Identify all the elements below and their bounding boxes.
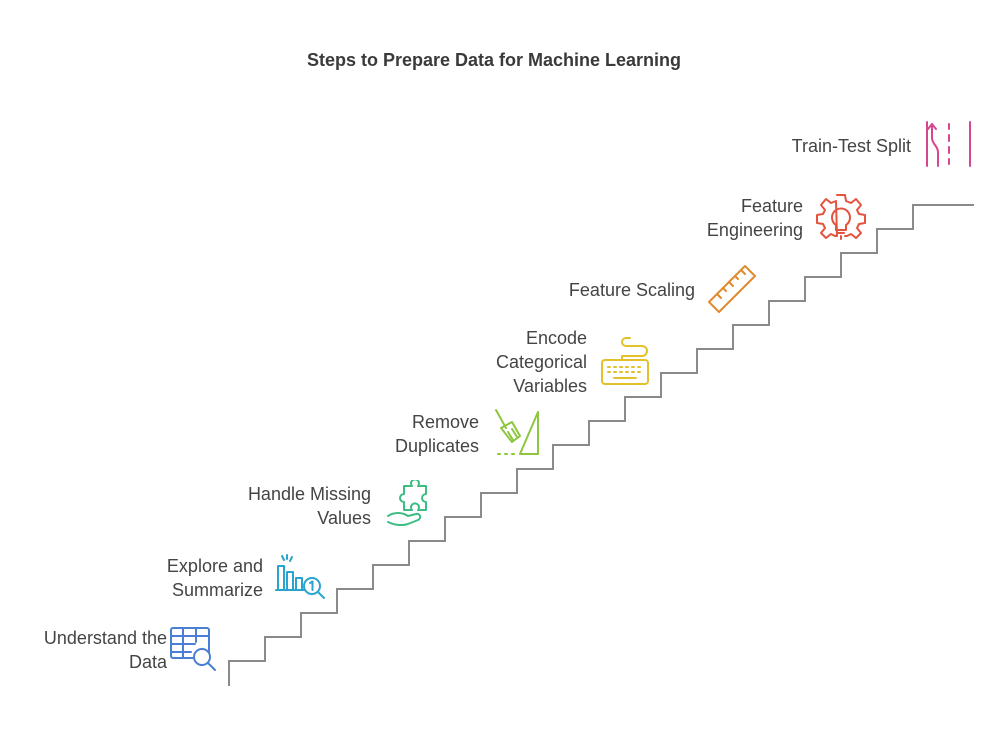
broom-icon xyxy=(495,409,539,455)
step-label-encode-categorical: Encode Categorical Variables xyxy=(496,326,587,398)
step-label-line: Handle Missing xyxy=(247,484,371,504)
gear-bulb-icon xyxy=(816,194,866,240)
step-label-line: Feature xyxy=(740,196,803,216)
step-label-line: Encode xyxy=(525,328,587,348)
step-label-line: Engineering xyxy=(706,220,803,240)
diagram-title: Steps to Prepare Data for Machine Learni… xyxy=(306,50,682,70)
step-label-line: Duplicates xyxy=(394,436,479,456)
step-label-line: Feature Scaling xyxy=(568,280,695,300)
step-label-feature-engineering: Feature Engineering xyxy=(707,194,803,242)
step-label-feature-scaling: Feature Scaling xyxy=(569,278,695,302)
step-label-explore-summarize: Explore and Summarize xyxy=(167,554,263,602)
bar-chart-magnifier-icon xyxy=(275,554,325,599)
staircase-line xyxy=(228,204,974,686)
table-search-icon xyxy=(170,627,216,671)
step-label-line: Explore and xyxy=(166,556,263,576)
ruler-icon xyxy=(708,265,756,313)
step-label-line: Values xyxy=(317,508,371,528)
step-label-line: Variables xyxy=(513,376,587,396)
step-label-line: Categorical xyxy=(495,352,587,372)
step-label-train-test-split: Train-Test Split xyxy=(792,134,911,158)
step-label-line: Data xyxy=(128,652,167,672)
step-label-line: Remove xyxy=(411,412,479,432)
keyboard-icon xyxy=(601,337,649,385)
step-label-handle-missing: Handle Missing Values xyxy=(248,482,371,530)
split-arrows-icon xyxy=(926,121,971,167)
step-label-understand-data: Understand the Data xyxy=(44,626,167,674)
puzzle-hand-icon xyxy=(387,480,427,527)
step-label-line: Train-Test Split xyxy=(791,136,911,156)
step-label-line: Summarize xyxy=(171,580,263,600)
step-label-remove-duplicates: Remove Duplicates xyxy=(395,410,479,458)
step-label-line: Understand the xyxy=(43,628,167,648)
